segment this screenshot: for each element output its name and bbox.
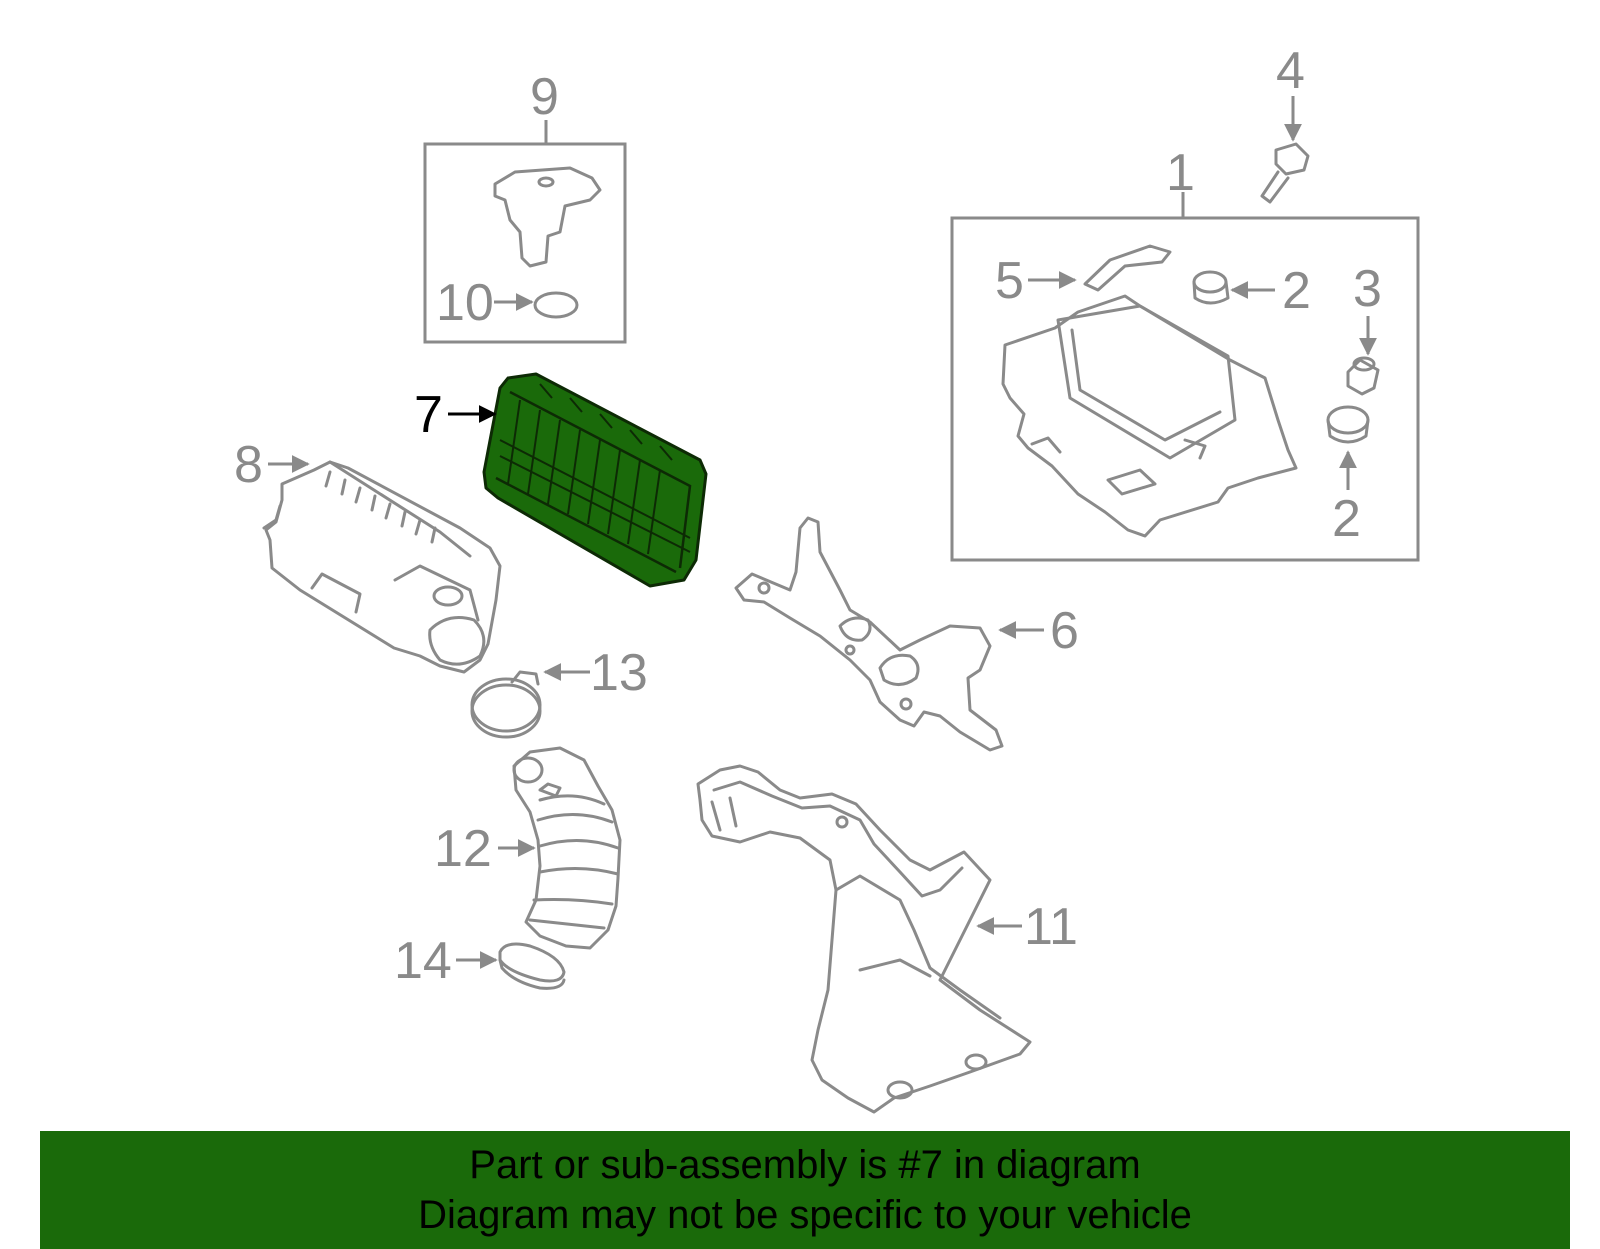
cap-part-3 bbox=[1346, 356, 1380, 396]
mounting-bracket bbox=[734, 516, 1004, 752]
sensor-group-box bbox=[423, 142, 627, 344]
bolt bbox=[1260, 142, 1310, 204]
callout-14: 14 bbox=[394, 932, 452, 990]
grommet-upper bbox=[1192, 270, 1230, 305]
air-filter-element bbox=[482, 372, 708, 588]
air-inlet-duct bbox=[696, 764, 1032, 1114]
callout-3: 3 bbox=[1353, 260, 1382, 318]
callout-1: 1 bbox=[1166, 144, 1195, 202]
callout-8: 8 bbox=[234, 436, 263, 494]
intake-duct-hose bbox=[512, 746, 622, 950]
air-cleaner-lower-housing bbox=[1001, 294, 1298, 538]
callout-13: 13 bbox=[590, 644, 648, 702]
callout-7: 7 bbox=[414, 386, 443, 444]
air-cleaner-upper-cover bbox=[262, 460, 502, 674]
callout-10: 10 bbox=[436, 274, 494, 332]
callout-2-upper: 2 bbox=[1282, 262, 1311, 320]
mass-airflow-sensor bbox=[493, 166, 602, 268]
callout-11: 11 bbox=[1024, 898, 1078, 956]
housing-group-box bbox=[950, 216, 1420, 562]
banner-line-2: Diagram may not be specific to your vehi… bbox=[418, 1193, 1192, 1237]
callout-4: 4 bbox=[1276, 42, 1305, 100]
callout-2-lower: 2 bbox=[1332, 490, 1361, 548]
callout-5: 5 bbox=[995, 252, 1024, 310]
banner-line-1: Part or sub-assembly is #7 in diagram bbox=[469, 1143, 1141, 1187]
callout-6: 6 bbox=[1050, 602, 1079, 660]
callout-9: 9 bbox=[530, 68, 559, 126]
sensor-o-ring bbox=[533, 291, 579, 319]
hose-clamp-lower bbox=[498, 942, 566, 990]
info-banner: Part or sub-assembly is #7 in diagram Di… bbox=[40, 1131, 1570, 1249]
grommet-lower bbox=[1326, 405, 1370, 444]
wiring-clip bbox=[1083, 244, 1172, 292]
hose-clamp-upper bbox=[470, 670, 542, 739]
callout-12: 12 bbox=[434, 820, 492, 878]
